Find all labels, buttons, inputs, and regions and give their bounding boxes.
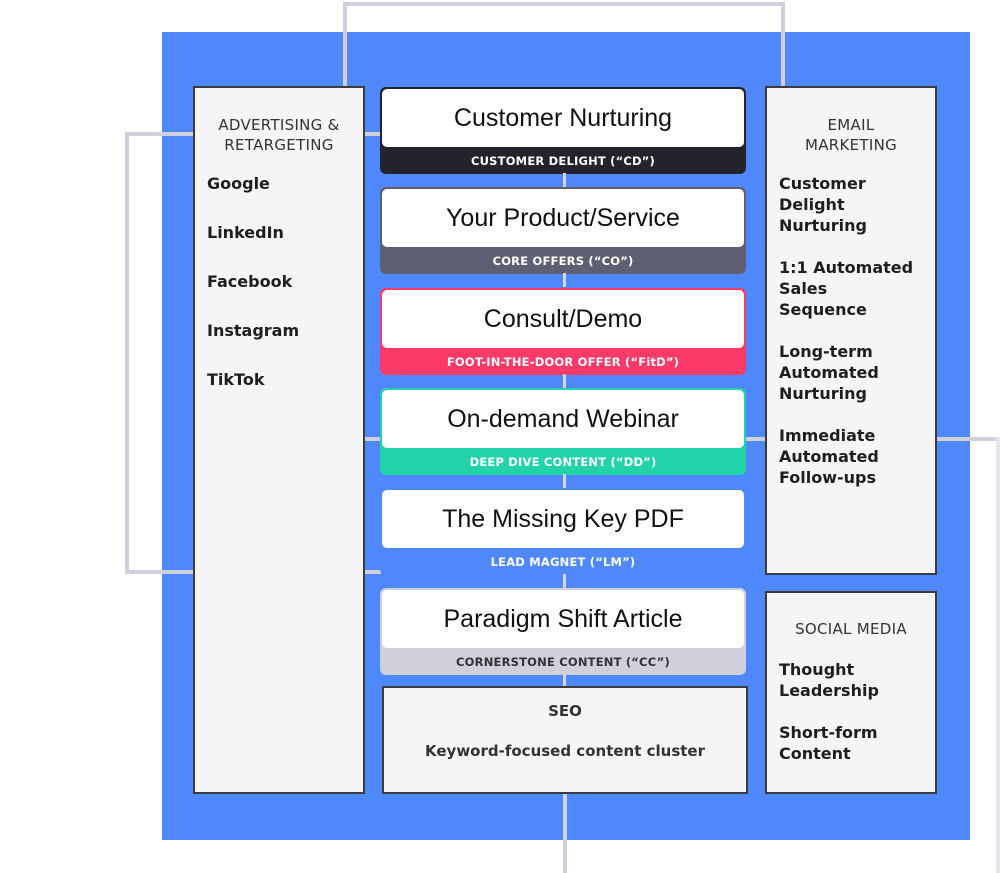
connector-right-vertical bbox=[996, 437, 1000, 873]
funnel-card-title: Your Product/Service bbox=[382, 189, 744, 247]
advertising-item-instagram: Instagram bbox=[207, 321, 300, 340]
funnel-stage-label: CORE OFFERS (“CO”) bbox=[492, 254, 634, 268]
email-item-long-term: Long-term Automated Nurturing bbox=[779, 342, 879, 403]
funnel-card-title: On-demand Webinar bbox=[382, 390, 744, 448]
connector-adv-to-cd bbox=[363, 132, 381, 136]
advertising-title: ADVERTISING & RETARGETING bbox=[218, 116, 340, 154]
social-title: SOCIAL MEDIA bbox=[795, 620, 907, 638]
social-item-short-form: Short-form Content bbox=[779, 723, 878, 763]
social-list: Thought Leadership Short-form Content bbox=[779, 659, 915, 764]
connector-left-vertical bbox=[125, 132, 129, 574]
funnel-card-title: Consult/Demo bbox=[382, 290, 744, 348]
connector-top-right-vertical bbox=[781, 2, 785, 86]
connector-bottom-vertical bbox=[563, 793, 567, 873]
social-media-panel: SOCIAL MEDIA Thought Leadership Short-fo… bbox=[765, 591, 937, 794]
funnel-card-lead-magnet: The Missing Key PDF LEAD MAGNET (“LM”) bbox=[380, 488, 746, 575]
funnel-stage-label: LEAD MAGNET (“LM”) bbox=[490, 555, 636, 569]
email-marketing-panel: EMAIL MARKETING Customer Delight Nurturi… bbox=[765, 86, 937, 575]
advertising-list: Google LinkedIn Facebook Instagram TikTo… bbox=[207, 173, 363, 390]
connector-top-left-vertical bbox=[343, 2, 347, 86]
email-item-sales-sequence: 1:1 Automated Sales Sequence bbox=[779, 258, 914, 319]
advertising-item-linkedin: LinkedIn bbox=[207, 223, 284, 242]
email-title: EMAIL MARKETING bbox=[804, 116, 898, 154]
seo-panel: SEO Keyword-focused content cluster bbox=[382, 686, 748, 794]
funnel-link bbox=[563, 374, 566, 388]
funnel-link bbox=[563, 474, 566, 488]
seo-title: SEO bbox=[548, 702, 582, 720]
funnel-card-title: Paradigm Shift Article bbox=[382, 590, 744, 648]
advertising-panel: ADVERTISING & RETARGETING Google LinkedI… bbox=[193, 86, 365, 794]
funnel-card-title: Customer Nurturing bbox=[382, 89, 744, 147]
connector-adv-to-dd bbox=[363, 437, 381, 441]
seo-text: Keyword-focused content cluster bbox=[425, 742, 705, 760]
funnel-stage-label: CUSTOMER DELIGHT (“CD”) bbox=[471, 154, 655, 168]
funnel-link bbox=[563, 574, 566, 588]
email-list: Customer Delight Nurturing 1:1 Automated… bbox=[779, 173, 915, 488]
funnel-stage-label: DEEP DIVE CONTENT (“DD”) bbox=[469, 455, 657, 469]
funnel-stage-label: FOOT-IN-THE-DOOR OFFER (“FitD”) bbox=[446, 355, 680, 369]
email-item-follow-ups: Immediate Automated Follow-ups bbox=[779, 426, 879, 487]
funnel-stage-label: CORNERSTONE CONTENT (“CC”) bbox=[456, 655, 670, 669]
funnel-link bbox=[563, 173, 566, 187]
connector-top-horizontal bbox=[343, 2, 785, 6]
connector-left-top bbox=[125, 132, 193, 136]
funnel-link bbox=[563, 273, 566, 287]
connector-adv-to-lm bbox=[363, 570, 381, 574]
advertising-item-google: Google bbox=[207, 174, 270, 193]
connector-dd-to-email bbox=[746, 437, 766, 441]
funnel-card-title: The Missing Key PDF bbox=[382, 490, 744, 548]
email-item-customer-delight: Customer Delight Nurturing bbox=[779, 174, 867, 235]
connector-left-bottom bbox=[125, 570, 193, 574]
social-item-thought-leadership: Thought Leadership bbox=[779, 660, 879, 700]
connector-right-horizontal bbox=[935, 437, 1000, 441]
advertising-item-tiktok: TikTok bbox=[207, 370, 265, 389]
funnel-link bbox=[563, 674, 566, 688]
advertising-item-facebook: Facebook bbox=[207, 272, 293, 291]
